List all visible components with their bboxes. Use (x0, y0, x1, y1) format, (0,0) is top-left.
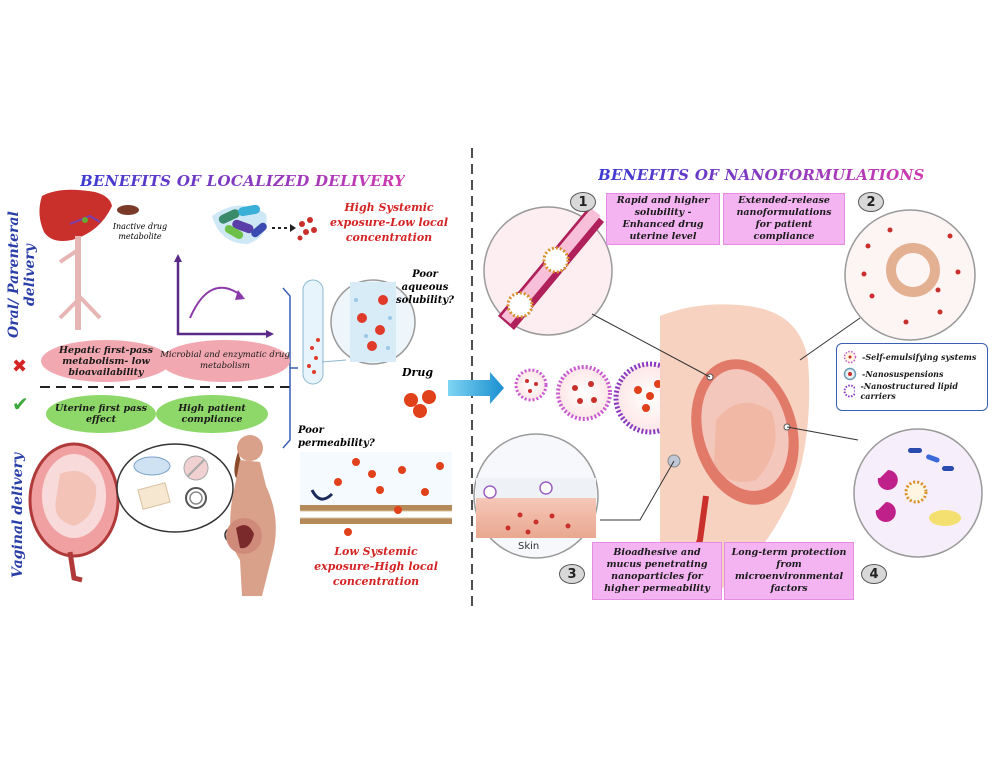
pregnant-uterus-center (660, 304, 810, 594)
zoom-circle-3 (473, 433, 599, 559)
legend-row: -Self-emulsifying systems (843, 348, 981, 365)
high-compliance-pill: High patient compliance (156, 395, 268, 433)
callout-4: Long-term protection from microenvironme… (724, 542, 854, 600)
hepatic-pill: Hepatic first-pass metabolism- low bioav… (41, 340, 171, 382)
solubility-zoom (330, 279, 416, 365)
zoom-circle-2 (844, 209, 976, 341)
number-badge-2: 2 (858, 192, 884, 212)
membrane (300, 452, 452, 536)
right-title: BENEFITS OF NANOFORMULATIONS (598, 166, 925, 184)
poor-permeability-label: Poor permeability? (298, 425, 375, 449)
check-icon: ✔ (12, 392, 29, 416)
nanosuspension-icon (843, 367, 857, 380)
nanoparticle-row (514, 361, 687, 435)
zoom-circle-4 (853, 428, 983, 558)
number-badge-3: 3 (559, 564, 585, 584)
number-badge-1: 1 (570, 192, 596, 212)
legend-row: -Nanosuspensions (843, 365, 981, 382)
legend-row: -Nanostructured lipid carriers (843, 380, 981, 401)
callout-2: Extended-release nanoformulations for pa… (723, 193, 845, 245)
uterine-first-pass-pill: Uterine first pass effect (46, 395, 156, 433)
high-systemic-label: High Systemic exposure-Low local concent… (329, 201, 449, 244)
left-title: BENEFITS OF LOCALIZED DELIVERY (80, 172, 406, 190)
bracket (282, 287, 298, 449)
drug-label: Drug (402, 366, 434, 379)
legend-label-self-emulsifying: -Self-emulsifying systems (862, 351, 977, 362)
callout-1: Rapid and higher solubility - Enhanced d… (606, 193, 720, 245)
self-emulsifying-icon (843, 350, 857, 363)
callout-3: Bioadhesive and mucus penetrating nanopa… (592, 542, 722, 600)
nlc-icon (843, 384, 856, 397)
concentration-axes (174, 254, 274, 338)
oral-route-label: Oral/ Parenteral delivery (6, 211, 38, 339)
legend-label-nlc: -Nanostructured lipid carriers (860, 380, 959, 401)
vaginal-route-label: Vaginal delivery (10, 452, 26, 578)
capsules-illustration (212, 204, 267, 244)
transition-arrow (448, 372, 504, 404)
low-systemic-label: Low Systemic exposure-High local concent… (314, 545, 438, 588)
microbial-pill: Microbial and enzymatic drug metabolism (160, 340, 290, 382)
skin-label: Skin (518, 541, 540, 552)
nanocarrier-legend: -Self-emulsifying systems -Nanosuspensio… (836, 343, 988, 411)
leader-lines (591, 313, 861, 521)
number-badge-4: 4 (861, 564, 887, 584)
uterus-illustration-left (28, 442, 120, 583)
pregnant-woman-silhouette (226, 435, 276, 596)
zoom-circle-1 (483, 206, 613, 336)
legend-label-nanosuspensions: -Nanosuspensions (862, 368, 944, 379)
poor-solubility-label: Poor aqueous solubility? (395, 269, 455, 306)
liver-illustration (39, 189, 112, 330)
cross-icon: ✖ (12, 356, 28, 377)
test-tube (302, 279, 324, 385)
inactive-metabolite-label: Inactive drug metabolite (112, 222, 168, 241)
